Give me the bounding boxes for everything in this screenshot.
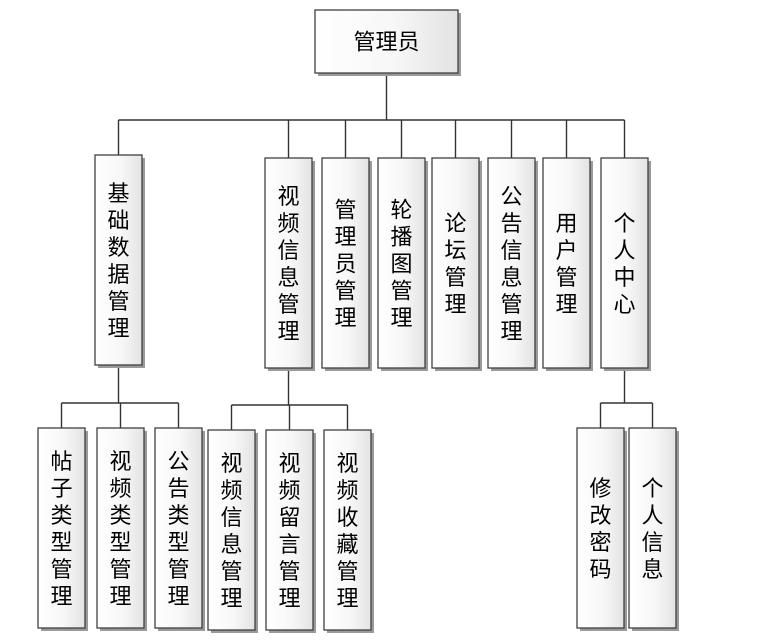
node-box: 轮播图管理 bbox=[377, 157, 428, 371]
node-rect bbox=[265, 429, 314, 631]
connector-lines bbox=[60, 73, 654, 430]
node-rect bbox=[264, 157, 313, 369]
node-label: 视频收藏管理 bbox=[336, 452, 358, 612]
node-label: 轮播图管理 bbox=[390, 199, 412, 332]
node-box: 视频信息管理 bbox=[207, 429, 258, 633]
node-box: 视频类型管理 bbox=[96, 427, 147, 631]
node-rect bbox=[314, 9, 459, 74]
node-box: 个人信息 bbox=[628, 427, 679, 631]
node-label: 视频留言管理 bbox=[278, 452, 300, 612]
node-label: 管理员管理 bbox=[334, 199, 356, 332]
node-rect bbox=[600, 157, 649, 369]
node-label: 视频信息管理 bbox=[277, 185, 299, 345]
node-box: 帖子类型管理 bbox=[37, 427, 88, 631]
node-box: 视频信息管理 bbox=[264, 157, 315, 371]
node-box: 管理员管理 bbox=[321, 157, 372, 371]
root-node: 管理员 bbox=[314, 9, 461, 76]
node-rect bbox=[323, 429, 372, 631]
node-label: 管理员 bbox=[353, 31, 419, 56]
node-box: 公告信息管理 bbox=[487, 157, 538, 371]
node-label: 个人信息 bbox=[641, 477, 663, 583]
node-rect bbox=[154, 427, 203, 629]
node-rect bbox=[542, 157, 591, 369]
node-rect bbox=[377, 157, 426, 369]
node-label: 论坛管理 bbox=[444, 212, 466, 318]
node-box: 论坛管理 bbox=[431, 157, 482, 371]
node-rect bbox=[94, 154, 143, 366]
node-label: 用户管理 bbox=[555, 212, 577, 318]
node-label: 基础数据管理 bbox=[107, 182, 129, 342]
node-label: 修改密码 bbox=[589, 477, 611, 583]
node-box: 公告类型管理 bbox=[154, 427, 205, 631]
node-rect bbox=[431, 157, 480, 369]
node-box: 视频收藏管理 bbox=[323, 429, 374, 633]
node-rect bbox=[487, 157, 536, 369]
node-label: 视频类型管理 bbox=[109, 450, 131, 610]
node-rect bbox=[207, 429, 256, 631]
node-label: 个人中心 bbox=[613, 212, 635, 318]
node-rect bbox=[576, 427, 625, 629]
node-rect bbox=[37, 427, 86, 629]
node-box: 修改密码 bbox=[576, 427, 627, 631]
node-label: 视频信息管理 bbox=[220, 452, 242, 612]
node-box: 用户管理 bbox=[542, 157, 593, 371]
chart-nodes: 管理员基础数据管理帖子类型管理视频类型管理公告类型管理视频信息管理视频信息管理视… bbox=[37, 9, 679, 633]
node-label: 公告类型管理 bbox=[167, 450, 189, 610]
node-label: 公告信息管理 bbox=[500, 185, 522, 345]
node-box: 基础数据管理 bbox=[94, 154, 145, 368]
node-rect bbox=[321, 157, 370, 369]
node-label: 帖子类型管理 bbox=[50, 450, 72, 610]
node-rect bbox=[628, 427, 677, 629]
node-rect bbox=[96, 427, 145, 629]
node-box: 个人中心 bbox=[600, 157, 651, 371]
node-box: 视频留言管理 bbox=[265, 429, 316, 633]
